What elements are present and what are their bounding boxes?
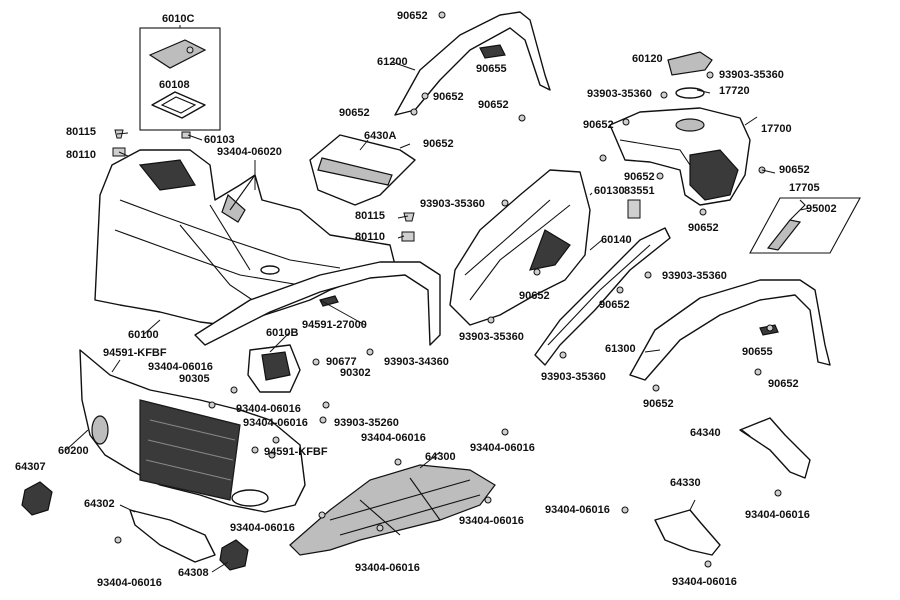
label-94591-27000: 94591-27000 (302, 319, 367, 331)
label-90652-m: 90652 (643, 398, 674, 410)
label-6010b: 6010B (266, 327, 299, 339)
cover-box-6010c (139, 27, 221, 131)
label-6010c: 6010C (162, 13, 195, 25)
bracket-64330 (654, 509, 721, 556)
label-80115-a: 80115 (66, 126, 96, 138)
label-93903-35360-c: 93903-35360 (420, 198, 485, 210)
label-64340: 64340 (690, 427, 721, 439)
label-93404-06016-c: 93404-06016 (243, 417, 308, 429)
label-83551: 83551 (624, 185, 655, 197)
label-80110-b: 80110 (355, 231, 385, 243)
label-60200: 60200 (58, 445, 89, 457)
fender-61300 (629, 279, 831, 381)
label-94591-kfbf-a: 94591-KFBF (103, 347, 167, 359)
label-60130: 60130 (594, 185, 625, 197)
label-80110-a: 80110 (66, 149, 96, 161)
label-90655-b: 90655 (742, 346, 773, 358)
label-90652-g: 90652 (624, 171, 655, 183)
label-90652-b: 90652 (397, 10, 428, 22)
label-93404-06016-a: 93404-06016 (148, 361, 213, 373)
label-94591-kfbf-b: 94591-KFBF (264, 446, 328, 458)
label-6430a: 6430A (364, 130, 397, 142)
cap-60120 (667, 51, 713, 99)
label-93404-06016-d: 93404-06016 (361, 432, 426, 444)
side-panel-60130 (449, 169, 591, 326)
label-90302: 90302 (340, 367, 371, 379)
fender-flare-front (194, 261, 441, 346)
label-93404-06016-l: 93404-06016 (97, 577, 162, 589)
label-93404-06020: 93404-06020 (217, 146, 282, 158)
label-93404-06016-i: 93404-06016 (230, 522, 295, 534)
fender-61200 (394, 11, 551, 116)
label-93404-06016-b: 93404-06016 (236, 403, 301, 415)
label-90652-e: 90652 (339, 107, 370, 119)
label-64308: 64308 (178, 567, 209, 579)
lamp-64307 (21, 481, 53, 516)
label-90652-h: 90652 (779, 164, 810, 176)
lamp-64308 (219, 539, 249, 571)
tank-cover-17700 (609, 107, 751, 206)
label-90652-a: 90652 (423, 138, 454, 150)
label-93903-35360-e: 93903-35360 (459, 331, 524, 343)
label-60120: 60120 (632, 53, 663, 65)
lamp-housing-6010b (247, 344, 301, 393)
label-93903-35260: 93903-35260 (334, 417, 399, 429)
label-64302: 64302 (84, 498, 115, 510)
label-93404-06016-h: 93404-06016 (459, 515, 524, 527)
label-93903-35360-f: 93903-35360 (541, 371, 606, 383)
label-90677: 90677 (326, 356, 357, 368)
label-90655-a: 90655 (476, 63, 507, 75)
label-95002: 95002 (806, 203, 837, 215)
fasteners (112, 11, 782, 568)
label-90652-j: 90652 (519, 290, 550, 302)
label-93903-35360-a: 93903-35360 (719, 69, 784, 81)
label-60103: 60103 (204, 134, 235, 146)
label-90652-c: 90652 (433, 91, 464, 103)
lower-skirt-64302 (129, 509, 216, 563)
label-90652-f: 90652 (583, 119, 614, 131)
label-90305: 90305 (179, 373, 210, 385)
label-64307: 64307 (15, 461, 46, 473)
label-61300: 61300 (605, 343, 636, 355)
label-90652-k: 90652 (599, 299, 630, 311)
label-60108: 60108 (159, 79, 190, 91)
label-93903-35360-d: 93903-35360 (662, 270, 727, 282)
breather-box-17705 (749, 197, 861, 254)
windscreen-6430a (309, 134, 416, 206)
label-93404-06016-g: 93404-06016 (745, 509, 810, 521)
foot-panel-60140 (534, 227, 671, 366)
bracket-64340 (739, 417, 811, 479)
label-93404-06016-e: 93404-06016 (470, 442, 535, 454)
label-90652-l: 90652 (768, 378, 799, 390)
label-64330: 64330 (670, 477, 701, 489)
label-17705: 17705 (789, 182, 820, 194)
label-90652-i: 90652 (688, 222, 719, 234)
label-80115-b: 80115 (355, 210, 385, 222)
skid-plate-64300 (289, 464, 496, 556)
label-17700: 17700 (761, 123, 792, 135)
label-93903-34360: 93903-34360 (384, 356, 449, 368)
label-64300: 64300 (425, 451, 456, 463)
label-93404-06016-f: 93404-06016 (545, 504, 610, 516)
label-60140: 60140 (601, 234, 632, 246)
front-grille-60200 (79, 349, 306, 513)
label-61200: 61200 (377, 56, 408, 68)
label-17720: 17720 (719, 85, 750, 97)
leader-lines (64, 25, 811, 573)
label-90652-d: 90652 (478, 99, 509, 111)
label-93903-35360-b: 93903-35360 (587, 88, 652, 100)
label-93404-06016-j: 93404-06016 (355, 562, 420, 574)
label-60100: 60100 (128, 329, 159, 341)
label-93404-06016-k: 93404-06016 (672, 576, 737, 588)
